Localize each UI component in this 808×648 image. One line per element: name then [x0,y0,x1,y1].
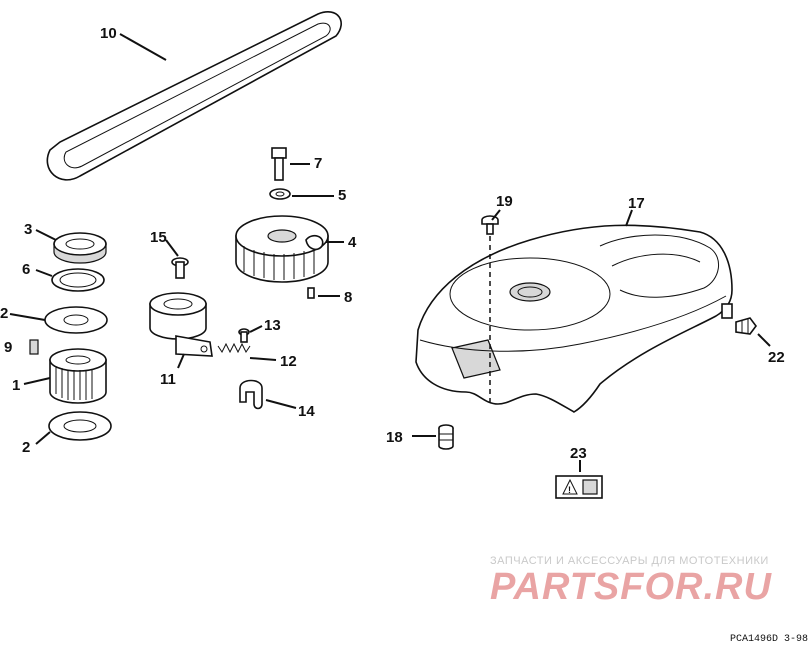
callout-5: 5 [338,187,346,204]
bolt-part-15 [171,257,189,279]
plate-part-2-lower [48,411,112,441]
callout-10: 10 [100,25,117,42]
leader-1 [23,377,51,385]
callout-2-lower: 2 [22,439,30,456]
watermark-logo: PARTSFOR.RU [490,566,772,608]
leader-6 [35,269,53,277]
diagram-reference-code: PCA1496D 3-98 [730,634,808,645]
callout-4: 4 [348,234,357,251]
clip-part-14 [239,379,263,410]
grommet-part-22 [735,317,757,335]
leader-12 [249,357,277,361]
leader-2-lower [35,431,51,445]
callout-17: 17 [628,195,645,212]
callout-18: 18 [386,429,403,446]
callout-7: 7 [314,155,322,172]
screw-part-19 [481,215,499,235]
callout-3: 3 [24,221,32,238]
idler-pulley-part-11 [149,292,213,357]
washer-part-6 [51,268,105,292]
leader-13 [249,325,263,333]
leader-10 [119,33,167,61]
callout-22: 22 [768,349,785,366]
watermark-caption: ЗАПЧАСТИ И АКСЕССУАРЫ ДЛЯ МОТОТЕХНИКИ [490,555,769,567]
callout-9: 9 [4,339,12,356]
leader-14 [265,399,297,409]
plate-part-2-upper [44,306,108,334]
key-part-9 [29,339,39,355]
leader-3 [35,229,57,241]
svg-text:!: ! [568,485,571,495]
callout-6: 6 [22,261,30,278]
callout-2-upper: 2 [0,305,8,322]
callout-11: 11 [160,371,176,388]
callout-12: 12 [280,353,297,370]
leader-15 [165,239,179,257]
callout-19: 19 [496,193,513,210]
seal-part-3 [53,232,107,264]
warning-decal-part-23: ! [555,475,603,499]
leader-17 [625,209,633,227]
flywheel-pulley-part-4 [235,215,329,283]
pin-part-8 [307,287,315,299]
callout-23: 23 [570,445,587,462]
leader-19 [491,209,501,221]
leader-11 [177,353,185,369]
callout-13: 13 [264,317,281,334]
callout-1: 1 [12,377,20,394]
timing-belt [46,11,342,181]
callout-8: 8 [344,289,352,306]
leader-22 [757,333,771,347]
spring-part-12 [217,342,251,354]
flywheel-cover-part-17 [415,224,733,413]
washer-part-5 [269,188,291,200]
grommet-part-18 [438,424,454,450]
sprocket-part-1 [49,348,107,404]
bolt-part-7 [271,147,287,181]
leader-2-upper [9,313,46,321]
callout-15: 15 [150,229,167,246]
screw-part-13 [238,328,250,343]
callout-14: 14 [298,403,315,420]
